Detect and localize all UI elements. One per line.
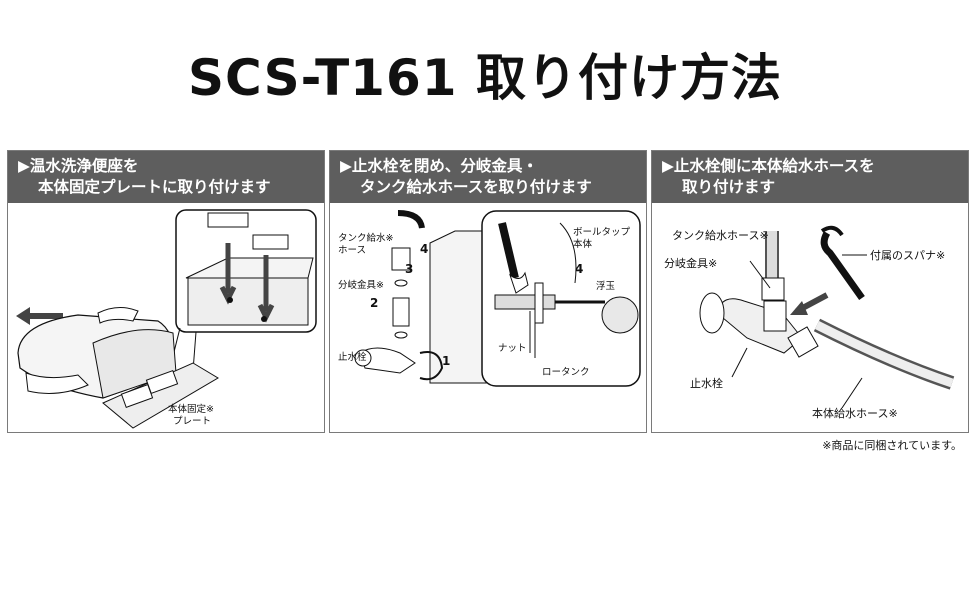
step-3-heading: ▶止水栓側に本体給水ホースを 取り付けます — [652, 151, 968, 203]
ballcock-pipe — [494, 294, 556, 310]
step-2-heading-line1: ▶止水栓を閉め、分岐金具・ — [340, 157, 538, 175]
step-panel-1: ▶温水洗浄便座を 本体固定プレートに取り付けます 本体固定※ プレート — [7, 150, 325, 433]
branch-fitting — [392, 297, 410, 327]
step-number: 3 — [405, 262, 413, 276]
spanner-label: 付属のスパナ※ — [870, 249, 945, 262]
plate-label-1: 本体固定※ — [168, 403, 214, 415]
step-panel-3: ▶止水栓側に本体給水ホースを 取り付けます タンク給水ホース※ 分岐金具※ 付属… — [651, 150, 969, 433]
stop-valve — [716, 298, 803, 354]
inset-frame — [481, 210, 641, 387]
inset-base — [187, 277, 309, 326]
step-3-illustration: タンク給水ホース※ 分岐金具※ 付属のスパナ※ 止水栓 本体給水ホース※ — [664, 225, 955, 420]
low-tank-label: ロータンク — [542, 367, 590, 378]
step-1-heading-line2: 本体固定プレートに取り付けます — [38, 178, 271, 196]
valve-label: 止水栓 — [338, 351, 367, 363]
wrench-icon — [498, 222, 519, 279]
footnote: ※商品に同梱されています。 — [822, 439, 962, 452]
ballcock-label-2: 本体 — [573, 238, 593, 250]
page-title: SCS-T161 取り付け方法 — [188, 49, 782, 107]
step-number: 4 — [575, 262, 583, 276]
step-1-heading-line1: ▶温水洗浄便座を — [18, 157, 139, 175]
valve-label: 止水栓 — [690, 376, 723, 390]
inset-plate-a — [207, 212, 249, 228]
spanner-icon — [820, 231, 865, 301]
hose-label-1: タンク給水※ — [338, 232, 394, 244]
branch-label: 分岐金具※ — [338, 279, 384, 291]
nut-label: ナット — [498, 343, 527, 354]
step-number: 4 — [420, 242, 428, 256]
step-2-heading: ▶止水栓を閉め、分岐金具・ タンク給水ホースを取り付けます — [330, 151, 646, 203]
tank-hose-label: タンク給水ホース※ — [672, 228, 769, 242]
branch-label: 分岐金具※ — [664, 256, 717, 270]
step-3-heading-line2: 取り付けます — [682, 178, 776, 196]
step-2-illustration: 1 2 3 4 4 タンク給水※ ホース 分岐金具※ 止水栓 ボールタップ 本体… — [338, 210, 641, 387]
float-label: 浮玉 — [596, 280, 616, 292]
step-panel-2: ▶止水栓を閉め、分岐金具・ タンク給水ホースを取り付けます 1 2 3 4 4 … — [329, 150, 647, 433]
step-1-heading: ▶温水洗浄便座を 本体固定プレートに取り付けます — [8, 151, 324, 203]
step-2-heading-line2: タンク給水ホースを取り付けます — [360, 178, 592, 196]
branch-fitting — [763, 300, 787, 332]
float-ball — [601, 296, 639, 334]
hose-label-2: ホース — [338, 245, 366, 256]
plate-label-2: プレート — [173, 416, 211, 427]
main-hose-label: 本体給水ホース※ — [812, 406, 898, 420]
step-1-illustration: 本体固定※ プレート — [16, 209, 317, 429]
tank-side — [429, 230, 491, 384]
step-number: 1 — [442, 354, 450, 368]
step-number: 2 — [370, 296, 378, 310]
hose-nut — [761, 277, 785, 301]
inset-plate-b — [252, 234, 289, 250]
hose-nut — [391, 247, 411, 271]
ballcock-label-1: ボールタップ — [573, 227, 631, 238]
step-3-heading-line1: ▶止水栓側に本体給水ホースを — [662, 157, 875, 175]
